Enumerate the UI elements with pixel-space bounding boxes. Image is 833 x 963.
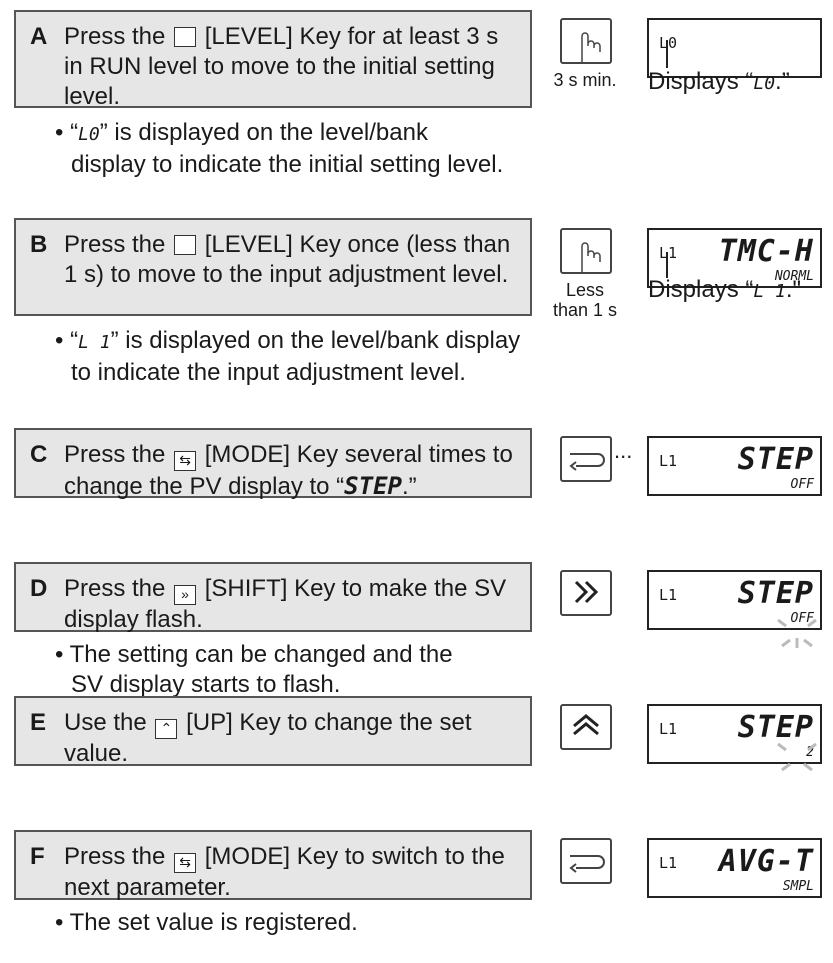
pressing-hand-icon bbox=[581, 32, 601, 62]
up-key-icon: ⌃ bbox=[155, 719, 178, 739]
mode-key-icon: ⇆ bbox=[174, 853, 197, 873]
level-readout: L1 bbox=[659, 244, 678, 262]
up-key-icon bbox=[573, 714, 599, 736]
instruction-text: Use the bbox=[64, 709, 147, 736]
instruction-end: .” bbox=[401, 473, 417, 500]
step-b-bullet: • “L 1” is displayed on the level/bank d… bbox=[55, 326, 525, 388]
pv-code: STEP bbox=[344, 472, 402, 500]
mode-key-button[interactable] bbox=[560, 436, 612, 482]
mode-key-button[interactable] bbox=[560, 838, 612, 884]
pv-readout: STEP bbox=[737, 442, 814, 477]
bullet-line-1: • “L0” is displayed on the level/bank bbox=[55, 119, 428, 146]
flash-indicator-icon bbox=[777, 742, 817, 772]
step-letter: E bbox=[30, 709, 47, 736]
pv-readout: AVG-T bbox=[718, 844, 814, 879]
instruction-text-rest: [SHIFT] Key to make the SV display flash… bbox=[64, 575, 507, 633]
pv-readout: TMC-H bbox=[718, 234, 814, 269]
step-b-instruction: B Press the [LEVEL] Key once (less than … bbox=[14, 218, 532, 316]
step-f-bullet: • The set value is registered. bbox=[55, 908, 525, 938]
sv-readout: OFF bbox=[790, 477, 814, 492]
bullet-line-2: display to indicate the initial setting … bbox=[71, 151, 504, 178]
bullet-line-2: SV display starts to flash. bbox=[71, 671, 341, 698]
level-key-icon bbox=[174, 235, 197, 255]
step-letter: C bbox=[30, 441, 48, 468]
step-a-bullet: • “L0” is displayed on the level/bank di… bbox=[55, 118, 525, 180]
level-readout: L1 bbox=[659, 720, 678, 738]
level-display: L0 bbox=[647, 18, 822, 78]
mode-key-icon bbox=[569, 855, 605, 873]
level-readout: L0 bbox=[659, 34, 678, 52]
shift-key-icon bbox=[574, 580, 599, 604]
step-d-bullet: • The setting can be changed and the SV … bbox=[55, 640, 525, 700]
bullet-line-1: • The setting can be changed and the bbox=[55, 641, 453, 668]
level-readout: L1 bbox=[659, 586, 678, 604]
shift-key-button[interactable] bbox=[560, 570, 612, 616]
instruction-text: Press the bbox=[64, 23, 166, 50]
instruction-text-rest: [UP] Key to change the set value. bbox=[64, 709, 472, 767]
step-a-instruction: A Press the [LEVEL] Key for at least 3 s… bbox=[14, 10, 532, 110]
mode-key-icon: ⇆ bbox=[174, 451, 197, 471]
step-c-instruction: C Press the ⇆ [MODE] Key several times t… bbox=[14, 428, 532, 500]
display-caption: Displays “L0.” bbox=[648, 68, 790, 95]
shift-key-icon: » bbox=[174, 585, 197, 605]
callout-line bbox=[666, 252, 668, 278]
level-key-button[interactable] bbox=[560, 18, 612, 64]
instruction-text-rest: [LEVEL] Key once (less than 1 s) to move… bbox=[64, 231, 511, 288]
display-caption: Displays “L 1." bbox=[648, 276, 802, 303]
pressing-hand-icon bbox=[581, 242, 601, 272]
step-d-instruction: D Press the » [SHIFT] Key to make the SV… bbox=[14, 562, 532, 633]
sv-readout: SMPL bbox=[782, 879, 814, 894]
step-letter: B bbox=[30, 231, 48, 258]
instruction-text: Press the bbox=[64, 843, 166, 870]
level-display: L1 AVG-T SMPL bbox=[647, 838, 822, 898]
step-e-instruction: E Use the ⌃ [UP] Key to change the set v… bbox=[14, 696, 532, 767]
instruction-text: Press the bbox=[64, 231, 166, 258]
instruction-text-rest: [MODE] Key to switch to the next paramet… bbox=[64, 843, 505, 901]
level-readout: L1 bbox=[659, 452, 678, 470]
sv-readout: NORML bbox=[774, 269, 814, 284]
callout-line bbox=[666, 40, 668, 68]
step-letter: D bbox=[30, 575, 48, 602]
instruction-text: Press the bbox=[64, 441, 166, 468]
level-display: L1 STEP OFF bbox=[647, 436, 822, 496]
instruction-text: Press the bbox=[64, 575, 166, 602]
mode-key-icon bbox=[569, 453, 605, 471]
level-key-button[interactable] bbox=[560, 228, 612, 274]
level-readout: L1 bbox=[659, 854, 678, 872]
up-key-button[interactable] bbox=[560, 704, 612, 750]
step-letter: A bbox=[30, 23, 48, 50]
ellipsis: ... bbox=[614, 438, 633, 463]
step-letter: F bbox=[30, 843, 45, 870]
level-display: L1 TMC-H NORML bbox=[647, 228, 822, 288]
sv-readout: 2 bbox=[806, 745, 814, 760]
step-f-instruction: F Press the ⇆ [MODE] Key to switch to th… bbox=[14, 830, 532, 901]
key-press-duration: 3 s min. bbox=[553, 70, 617, 90]
level-display: L1 STEP 2 bbox=[647, 704, 822, 764]
bullet-line-2: to indicate the input adjustment level. bbox=[71, 359, 466, 386]
bullet-line-1: • The set value is registered. bbox=[55, 909, 358, 936]
instruction-text-rest: [LEVEL] Key for at least 3 s in RUN leve… bbox=[64, 23, 499, 110]
bullet-line-1: • “L 1” is displayed on the level/bank d… bbox=[55, 327, 521, 354]
pv-readout: STEP bbox=[737, 576, 814, 611]
sv-readout: OFF bbox=[790, 611, 814, 626]
level-key-icon bbox=[174, 27, 197, 47]
flash-indicator-icon bbox=[777, 618, 817, 648]
level-display: L1 STEP OFF bbox=[647, 570, 822, 630]
pv-readout: STEP bbox=[737, 710, 814, 745]
instruction-text-rest: [MODE] Key several times to change the P… bbox=[64, 441, 513, 500]
